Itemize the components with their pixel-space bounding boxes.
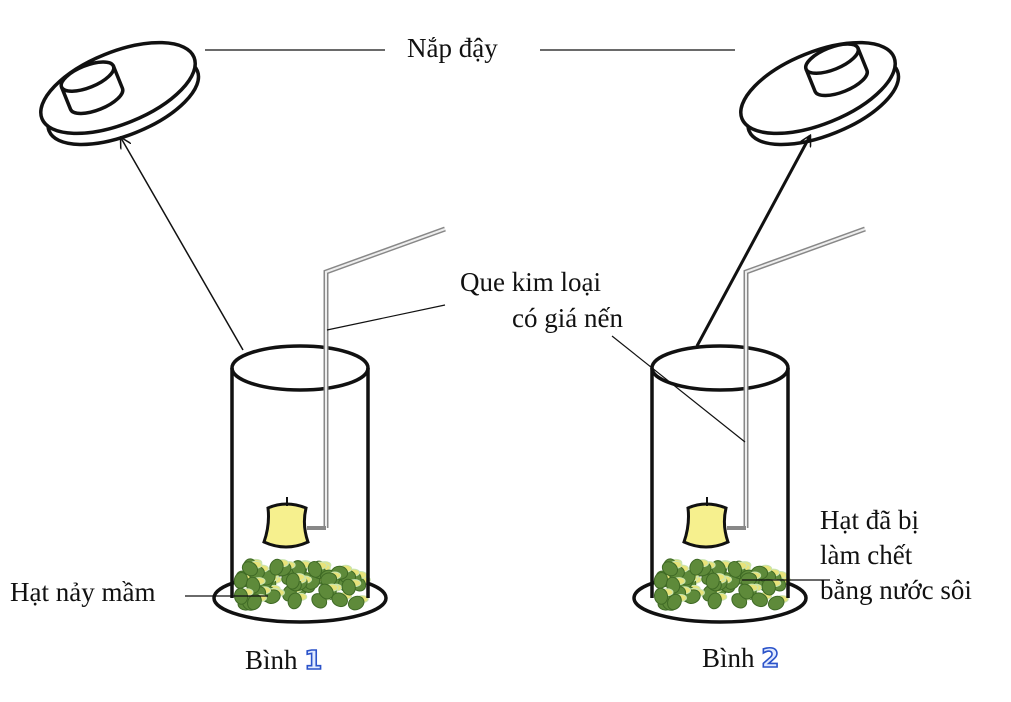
seed <box>705 572 720 590</box>
seed <box>661 561 679 577</box>
arrow-lid-1 <box>121 138 244 351</box>
germinating-seeds-label: Hạt nảy mầm <box>10 577 156 607</box>
jar-1 <box>212 226 446 624</box>
rod-leader-1 <box>326 304 446 331</box>
seed <box>347 595 365 611</box>
seed <box>341 578 356 596</box>
seed <box>269 558 284 576</box>
seed <box>767 595 785 611</box>
seed <box>738 583 754 600</box>
seed <box>727 561 743 578</box>
jar-2 <box>632 226 866 624</box>
seed <box>285 572 300 590</box>
lid-label: Nắp đậy <box>407 33 498 63</box>
jar-1-label: Bình 1 <box>245 644 323 677</box>
seed <box>287 592 302 610</box>
seed <box>761 578 776 596</box>
seed <box>318 583 334 600</box>
seed <box>241 561 259 577</box>
candle-2 <box>682 502 730 549</box>
rod-label-line2: có giá nến <box>512 303 623 333</box>
seed <box>653 587 669 605</box>
dead-seeds-label-line1: Hạt đã bị <box>820 505 919 535</box>
dead-seeds-label-line2: làm chết <box>820 540 913 570</box>
rod-label-line1: Que kim loại <box>460 267 601 297</box>
jar-1-word: Bình <box>245 645 298 675</box>
rod-leader-2 <box>611 335 746 443</box>
arrow-lid-2 <box>695 136 812 347</box>
jar-2-number: 2 <box>760 643 780 675</box>
candle-1 <box>262 502 310 549</box>
dead-seeds-label-line3: bằng nước sôi <box>820 575 972 605</box>
lid-1 <box>26 22 214 165</box>
jar-2-word: Bình <box>702 643 755 673</box>
seed <box>707 592 722 610</box>
seeds-1 <box>233 558 371 611</box>
seed <box>307 561 323 578</box>
jar-1-number: 1 <box>303 645 323 677</box>
seed <box>247 593 262 611</box>
lid-2 <box>726 22 914 165</box>
metal-rod-1 <box>323 226 446 528</box>
metal-rod-2 <box>743 226 866 528</box>
seed <box>689 558 704 576</box>
jar-2-label: Bình 2 <box>702 642 780 675</box>
seed <box>667 593 682 611</box>
